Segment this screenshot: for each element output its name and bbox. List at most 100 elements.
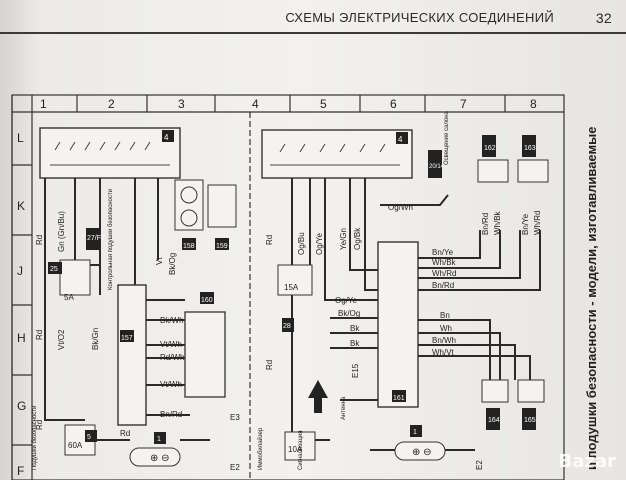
box-4-label-left: 4 [164, 133, 169, 142]
row-H: H [17, 331, 26, 345]
label-rd-1: Rd [35, 235, 44, 245]
label-bn-rd-vertical: Bn/Rd [481, 213, 490, 235]
label-bk-gn: Bk/Gn [91, 328, 100, 350]
label-rd-wh-left: Rd/Wh [160, 353, 184, 362]
label-rd-a: Rd [265, 235, 274, 245]
connector-157: 157 [117, 284, 147, 426]
label-immobilizer: Иммобилайзер [257, 427, 264, 470]
label-og-ye-2: Og/Ye [335, 296, 357, 305]
row-G: G [17, 399, 26, 413]
label-gn: Gn (Gn/Bu) [57, 211, 66, 252]
label-bn-rd-left: Bn/Rd [160, 410, 182, 419]
connectors-162-163: 162 163 [477, 135, 549, 183]
watermark-logo: Bazar [558, 451, 616, 472]
column-labels: 1 2 3 4 5 6 7 8 [40, 97, 537, 111]
header-rule [0, 32, 626, 34]
label-vt-wh-2-left: Vt/Wh [160, 380, 182, 389]
connector-164-label: 164 [488, 417, 500, 424]
ground-plus-minus-left: ⊕ ⊖ [150, 453, 170, 464]
connector-162-label: 162 [484, 145, 496, 152]
label-vt: Vt [155, 257, 164, 265]
label-airbag-title: Подушки безопасности [32, 406, 38, 470]
label-og-bk: Og/Bk [353, 227, 362, 250]
connector-27-label: 27/F7 [87, 235, 105, 242]
col-2: 2 [108, 97, 115, 111]
label-wh-bk: Wh/Bk [432, 258, 457, 267]
col-4: 4 [252, 97, 259, 111]
label-wh: Wh [440, 324, 452, 333]
label-bk-2-right: Bk [350, 339, 360, 348]
connector-160: 160 [184, 292, 226, 398]
connector-161: 161 [377, 241, 419, 408]
ground-labels-right: E15 E2 [351, 363, 484, 470]
diagram-frame [11, 94, 565, 480]
label-wh-vt: Wh/Vt [432, 348, 455, 357]
right-wire-labels: Og/Wh Og/Bu Og/Ye Ye/Gn Og/Bk Rd Rd Og/Y… [257, 110, 542, 470]
connectors-164-165: 164 165 [481, 379, 545, 430]
connector-163-label: 163 [524, 145, 536, 152]
label-rd-2: Rd [35, 330, 44, 340]
connector-1-left-label: 1 [157, 436, 161, 443]
fuse-60a: 60A [68, 441, 83, 450]
box-4-label-right: 4 [398, 135, 403, 144]
label-ye-gn: Ye/Gn [339, 228, 348, 250]
row-F: F [17, 464, 24, 478]
col-3: 3 [178, 97, 185, 111]
connector-161-label: 161 [393, 395, 405, 402]
fuse-block-right: 15A 10A ⊕ ⊖ 1 28 20/14 [277, 150, 446, 461]
col-5: 5 [320, 97, 327, 111]
fuse-15a: 15A [284, 283, 299, 292]
ground-e2-left: E2 [230, 463, 240, 472]
connector-1-right-label: 1 [413, 429, 417, 436]
label-antenna: Антенна [341, 396, 347, 420]
label-bk-og-left: Bk/Og [168, 253, 177, 275]
row-K: K [17, 199, 25, 213]
label-bn-ye: Bn/Ye [432, 248, 454, 257]
relay-block-right: 4 [261, 129, 413, 179]
connector-160-label: 160 [201, 297, 213, 304]
ground-e3: E3 [230, 413, 240, 422]
connector-157-label: 157 [121, 335, 133, 342]
col-7: 7 [460, 97, 467, 111]
connector-165-label: 165 [524, 417, 536, 424]
connector-25-label: 25 [50, 266, 58, 273]
label-vt-wh-left: Vt/Wh [160, 340, 182, 349]
row-L: L [17, 131, 24, 145]
label-wh-rd: Wh/Rd [432, 269, 456, 278]
fuse-5a: 5A [64, 293, 74, 302]
label-salon-light: Освещение салона [444, 110, 450, 165]
left-badges: 25 27/F7 5 1 [48, 228, 166, 444]
signal-arrow-icon [308, 380, 328, 413]
connector-5-label: 5 [87, 434, 91, 441]
units-158-159: 158 159 [174, 179, 237, 250]
col-1: 1 [40, 97, 47, 111]
ground-labels-left: E3 E2 [230, 413, 240, 472]
connector-20-14-label: 20/14 [429, 164, 445, 170]
label-bk-wh-left: Bk/Wh [160, 316, 184, 325]
connector-159-label: 159 [216, 243, 228, 250]
label-bk-right: Bk [350, 324, 360, 333]
page-number: 32 [595, 10, 612, 26]
ground-e15: E15 [351, 363, 360, 378]
label-bn: Bn [440, 311, 450, 320]
side-caption: и подушки безопасности - модели, изготав… [584, 127, 599, 470]
label-rd-3: Rd [35, 420, 44, 430]
label-rd-bottom-left: Rd [120, 429, 130, 438]
label-signal: Сигнализация [298, 430, 304, 470]
label-bn-rd: Bn/Rd [432, 281, 454, 290]
relay-block-left: 4 [39, 127, 181, 179]
label-og-bu: Og/Bu [297, 232, 306, 255]
ground-e2-right: E2 [475, 460, 484, 470]
row-labels: L K J H G F [17, 131, 26, 478]
row-J: J [17, 264, 23, 278]
label-vt-o2: Vt/O2 [57, 329, 66, 350]
label-control-unit: Контрольная подушки безопасности [108, 189, 114, 290]
label-wh-bk-vertical: Wh/Bk [493, 210, 502, 235]
ground-plus-minus-right: ⊕ ⊖ [412, 447, 432, 458]
label-wh-rd-vertical: Wh/Rd [533, 211, 542, 235]
left-wire-labels: Gn (Gn/Bu) Vt/O2 Bk/Gn Rd Rd Rd Vt Bk/Og… [32, 189, 184, 470]
label-og-ye: Og/Ye [315, 233, 324, 255]
fuse-block-left: 5A 60A ⊕ ⊖ [59, 259, 181, 467]
